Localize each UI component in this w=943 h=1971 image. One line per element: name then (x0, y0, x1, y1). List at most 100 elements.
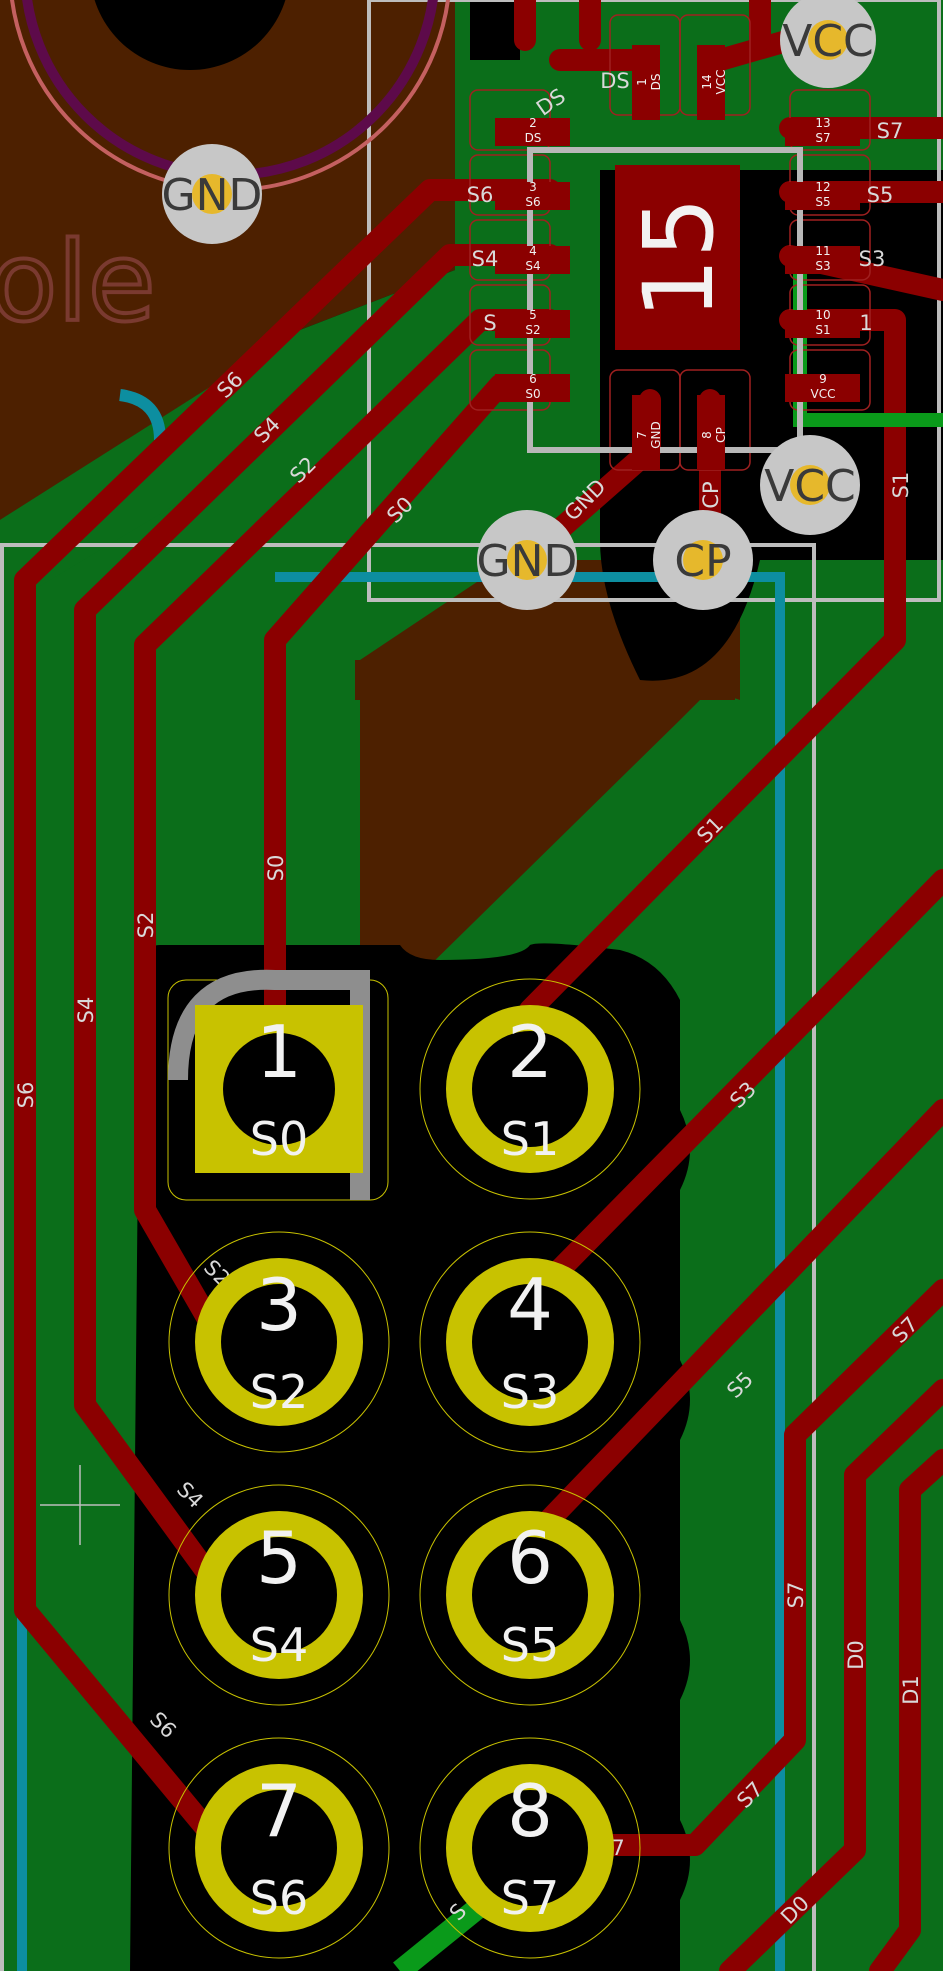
trace-label: S7 (784, 1582, 808, 1609)
trace-label: S0 (264, 855, 288, 882)
chip-pad-num: 8 (700, 431, 714, 439)
pin-number: 4 (507, 1263, 553, 1347)
chip-pad[interactable] (785, 182, 860, 210)
chip-pad-num: 6 (529, 372, 537, 386)
chip-pad-net: VCC (714, 70, 728, 95)
chip-pad-net: S6 (525, 195, 540, 209)
pin-number: 5 (256, 1516, 302, 1600)
silk-ole-fragment: ole (0, 218, 156, 346)
trace-label: CP (699, 481, 723, 508)
trace-label: D0 (844, 1640, 868, 1670)
chip-pad-net: S1 (815, 323, 830, 337)
via-gnd-mid[interactable]: GND (477, 510, 578, 610)
chip-pad-num: 5 (529, 308, 537, 322)
chip-pad-net: S7 (815, 131, 830, 145)
connector-2x4: 1 S0 2 S1 3 S2 4 S3 (167, 969, 641, 1959)
chip-pads-right: 13 S7 12 S5 11 S3 10 S1 9 VCC (785, 116, 860, 402)
pin-signal: S5 (501, 1618, 559, 1672)
pin-number: 7 (256, 1769, 302, 1853)
trace-label: S2 (134, 912, 158, 939)
chip-pad-num: 9 (819, 372, 827, 386)
pad-side-label: S5 (867, 183, 894, 207)
svg-text:GND: GND (162, 170, 263, 221)
via-vcc-mid[interactable]: VCC (760, 435, 860, 535)
chip-pad[interactable] (697, 395, 725, 470)
cyan-arc (118, 389, 166, 441)
chip-pad[interactable] (785, 246, 860, 274)
trace-vcc-top (709, 29, 801, 71)
chip-pad-num: 4 (529, 244, 537, 258)
trace-label: S1 (889, 472, 913, 499)
pin-signal: S4 (250, 1618, 308, 1672)
pin-signal: S0 (250, 1112, 308, 1166)
trace-s4 (74, 244, 561, 1601)
chip-pad-net: S3 (815, 259, 830, 273)
chip-pad[interactable] (495, 118, 570, 146)
chip-pad[interactable] (697, 45, 725, 120)
connector-pin-5[interactable]: 5 S4 (168, 1484, 390, 1706)
cyan-edge-line (275, 572, 785, 1971)
connector-pin-4[interactable]: 4 S3 (419, 1231, 641, 1453)
svg-text:VCC: VCC (782, 16, 874, 67)
chip-pad-num: 1 (635, 78, 649, 86)
chip-pad[interactable] (632, 45, 660, 120)
chip-pad[interactable] (495, 374, 570, 402)
trace-s3 (519, 869, 943, 1311)
chip-pad-num: 14 (700, 74, 714, 89)
connector-pin-2[interactable]: 2 S1 (419, 978, 641, 1200)
chip-pad-net: GND (649, 421, 663, 449)
chip-pad[interactable] (785, 374, 860, 402)
pin-number: 6 (507, 1516, 553, 1600)
chip-ref-label: 15 (623, 197, 735, 319)
connector-pin-8[interactable]: 8 S7 (419, 1737, 641, 1959)
chip-pad-net: VCC (811, 387, 836, 401)
trace-d0 (719, 1379, 943, 1971)
chip-pad-num: 10 (815, 308, 830, 322)
chip-pad-num: 7 (635, 431, 649, 439)
chip-pad[interactable] (785, 310, 860, 338)
chip-pad-net: S5 (815, 195, 830, 209)
chip-pad[interactable] (632, 395, 660, 470)
trace-s5 (519, 1099, 943, 1551)
via-cp-mid[interactable]: CP (653, 510, 753, 610)
pin-signal: S3 (501, 1365, 559, 1419)
capacitor-pad (94, 0, 286, 70)
via-vcc-top[interactable]: VCC (780, 0, 876, 88)
chip-pads-left: 2 DS 3 S6 4 S4 5 S2 6 S0 (495, 116, 570, 402)
pin-signal: S7 (501, 1871, 559, 1925)
chip-pad[interactable] (495, 246, 570, 274)
pad-side-label: DS (600, 69, 630, 93)
trace-label: S4 (74, 997, 98, 1024)
chip-pad-num: 11 (815, 244, 830, 258)
connector-pin-7[interactable]: 7 S6 (168, 1737, 390, 1959)
chip-pad-num: 2 (529, 116, 537, 130)
chip-pad-net: DS (649, 74, 663, 91)
chip-pads-top: 1 DS 14 VCC (632, 45, 728, 120)
origin-crosshair (40, 1465, 120, 1545)
chip-body-outline (527, 147, 803, 453)
chip-pad[interactable] (785, 118, 860, 146)
pin-signal: S6 (250, 1871, 308, 1925)
trace-label: D1 (899, 1675, 923, 1705)
chip-pad-net: S0 (525, 387, 540, 401)
pad-side-label: S7 (877, 119, 904, 143)
trace-label: 7 (611, 1836, 624, 1860)
chip-pad-net: DS (525, 131, 542, 145)
pin-number: 3 (256, 1263, 302, 1347)
via-gnd-top[interactable]: GND (162, 144, 263, 244)
chip-u15[interactable]: 15 2 DS 3 S6 4 S4 5 S2 6 S0 13 S7 1 2 (467, 14, 904, 471)
trace-s7 (589, 1279, 943, 1856)
chip-pad-net: S2 (525, 323, 540, 337)
pad-side-label: S3 (859, 247, 886, 271)
chip-pad-num: 13 (815, 116, 830, 130)
connector-pin-6[interactable]: 6 S5 (419, 1484, 641, 1706)
connector-pin-3[interactable]: 3 S2 (168, 1231, 390, 1453)
pin-number: 1 (256, 1010, 302, 1094)
connector-pin-1[interactable]: 1 S0 (167, 969, 389, 1201)
chip-pad[interactable] (495, 182, 570, 210)
pin-signal: S1 (501, 1112, 559, 1166)
chip-pad[interactable] (495, 310, 570, 338)
chip-pad-net: CP (714, 427, 728, 443)
svg-text:CP: CP (674, 536, 731, 587)
